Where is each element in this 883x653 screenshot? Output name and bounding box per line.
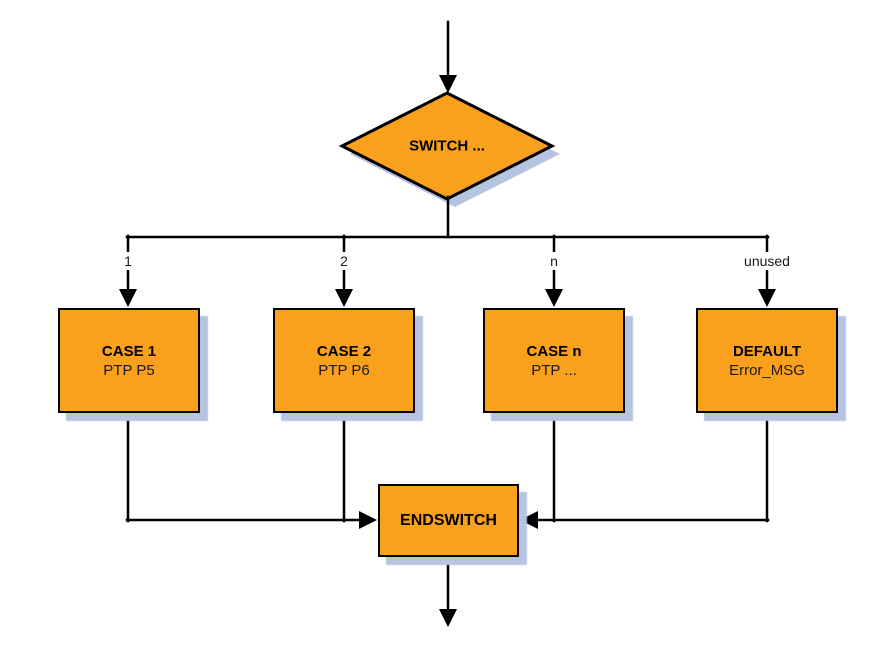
case-1-title: CASE 1: [101, 342, 157, 360]
branch-1-arrowhead-icon: [119, 289, 137, 307]
endswitch-label: ENDSWITCH: [400, 511, 497, 529]
case-1-node: CASE 1 PTP P5: [58, 308, 200, 413]
case-2-title: CASE 2: [316, 342, 372, 360]
branch-label-1: 1: [121, 252, 135, 270]
case-n-node: CASE n PTP ...: [483, 308, 625, 413]
left-merge-arrowhead-icon: [359, 511, 377, 529]
branch-n-arrowhead-icon: [545, 289, 563, 307]
branch-unused-arrowhead-icon: [758, 289, 776, 307]
decision-node-label: SWITCH ...: [409, 137, 485, 155]
case-n-title: CASE n: [526, 342, 582, 360]
entry-arrowhead-icon: [439, 75, 457, 93]
case-2-subtitle: PTP P6: [318, 361, 370, 379]
branch-label-unused: unused: [741, 252, 793, 270]
exit-arrowhead-icon: [439, 609, 457, 627]
default-subtitle: Error_MSG: [729, 361, 805, 379]
case-n-subtitle: PTP ...: [531, 361, 577, 379]
case-2-node: CASE 2 PTP P6: [273, 308, 415, 413]
default-title: DEFAULT: [732, 342, 802, 360]
branch-label-n: n: [547, 252, 561, 270]
right-merge-arrowhead-icon: [520, 511, 538, 529]
default-node: DEFAULT Error_MSG: [696, 308, 838, 413]
branch-2-arrowhead-icon: [335, 289, 353, 307]
branch-label-2: 2: [337, 252, 351, 270]
case-1-subtitle: PTP P5: [103, 361, 155, 379]
endswitch-node: ENDSWITCH: [378, 484, 519, 557]
